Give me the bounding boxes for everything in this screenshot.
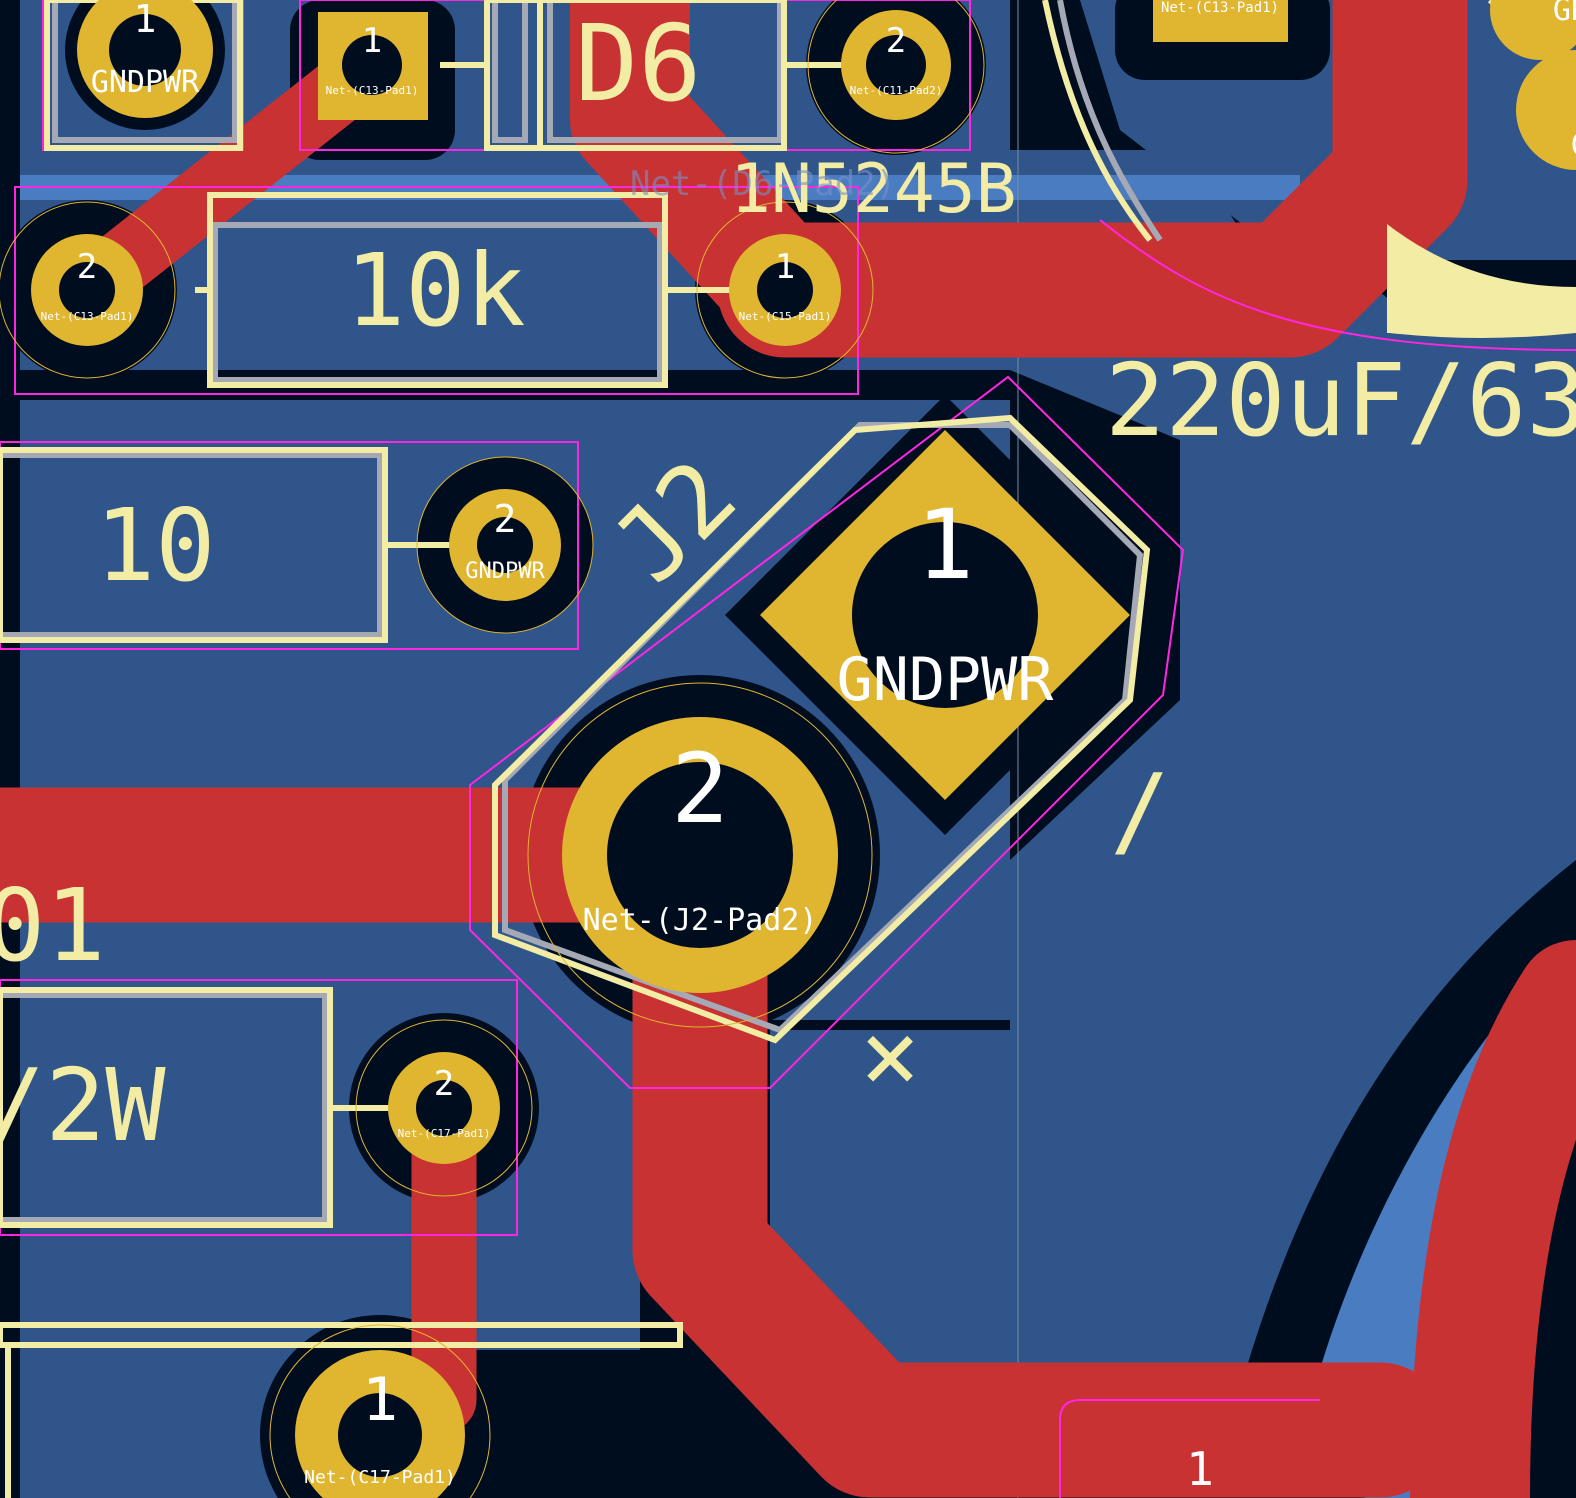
board-edge-strip xyxy=(0,0,20,1498)
pad-net-name: G xyxy=(1571,128,1576,163)
pad-number: 1 xyxy=(362,21,382,61)
pad-net-name: GND xyxy=(1553,0,1576,28)
resistor-value-2w: /2W xyxy=(0,1047,166,1164)
pad-net-name: GNDPWR xyxy=(91,65,200,100)
resistor-value-10: 10 xyxy=(95,487,215,604)
j2-pad1-number: 1 xyxy=(916,489,974,601)
pad-net-name: Net-(C17-Pad1) xyxy=(304,1467,456,1488)
pad-net-c13-pad1-top[interactable] xyxy=(1153,0,1288,42)
j2-pad2-number: 2 xyxy=(671,733,729,845)
ghost-net-label: Net-(D6-Pad2) xyxy=(630,164,896,204)
pad-rings xyxy=(0,0,985,1498)
pad-number: 1 xyxy=(775,247,795,287)
pad-number: 2 xyxy=(886,21,906,61)
pad-number: 2 xyxy=(77,247,97,287)
ref-fragment: 01 xyxy=(0,867,105,984)
pad-net-name: Net-(C13-Pad1) xyxy=(1161,0,1279,16)
pad-net-name: GNDPWR xyxy=(465,559,545,584)
pad-number: 1 xyxy=(362,1365,398,1435)
pad-number: 2 xyxy=(434,1064,454,1104)
pad-g-right[interactable] xyxy=(1516,50,1576,170)
j2-pad2-net: Net-(J2-Pad2) xyxy=(583,903,818,938)
diode-ref: D6 xyxy=(575,3,701,125)
silkscreen-texts: D6 1N5245B Net-(D6-Pad2) 10k 220uF/63 10… xyxy=(0,3,1576,1164)
pad-net-name: Net-(C13-Pad1) xyxy=(326,84,419,97)
fab-outlines xyxy=(0,0,1576,1223)
resistor-value-10k: 10k xyxy=(345,232,526,349)
drill-holes xyxy=(59,14,1038,1477)
pad-net-name: Net-(C17-Pad1) xyxy=(398,1127,491,1140)
pad-labels: 1 GNDPWR 1 Net-(C13-Pad1) 2 Net-(C11-Pad… xyxy=(41,0,1576,1496)
pad-number: 2 xyxy=(494,497,517,541)
cap-value: 220uF/63 xyxy=(1105,342,1576,459)
pad-net-name: Net-(C11-Pad2) xyxy=(850,84,943,97)
silk-mark-x: × xyxy=(860,997,920,1114)
pad-number: 1 xyxy=(1186,1442,1214,1496)
j2-pad1-net: GNDPWR xyxy=(837,645,1055,715)
silk-mark-slash: / xyxy=(1110,752,1170,869)
pad-net-name: Net-(C13-Pad1) xyxy=(41,310,134,323)
pad-net-name: Net-(C15-Pad1) xyxy=(739,310,832,323)
pad-gnd-right[interactable] xyxy=(1490,0,1576,60)
diode-value: 1N5245B xyxy=(730,150,1017,229)
pad-number: 1 xyxy=(134,0,157,41)
